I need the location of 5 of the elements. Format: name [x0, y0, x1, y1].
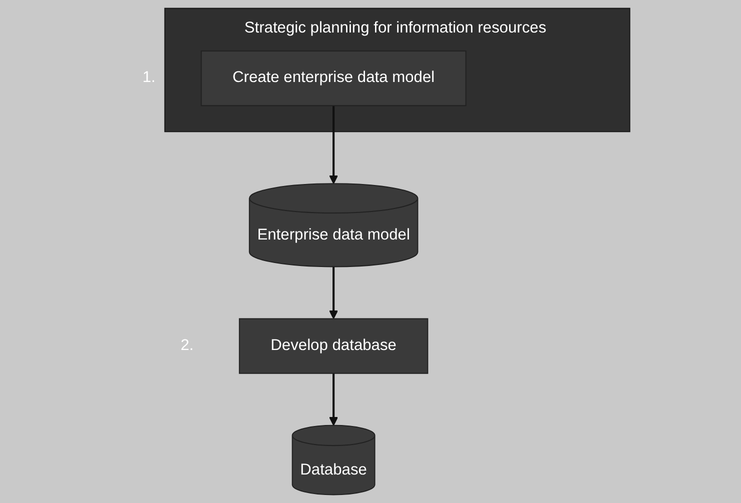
node-box: Create enterprise data model: [200, 50, 466, 106]
arrow: [328, 106, 338, 184]
arrow: [328, 266, 338, 320]
arrow: [328, 373, 338, 426]
node-box: Develop database: [238, 318, 428, 374]
